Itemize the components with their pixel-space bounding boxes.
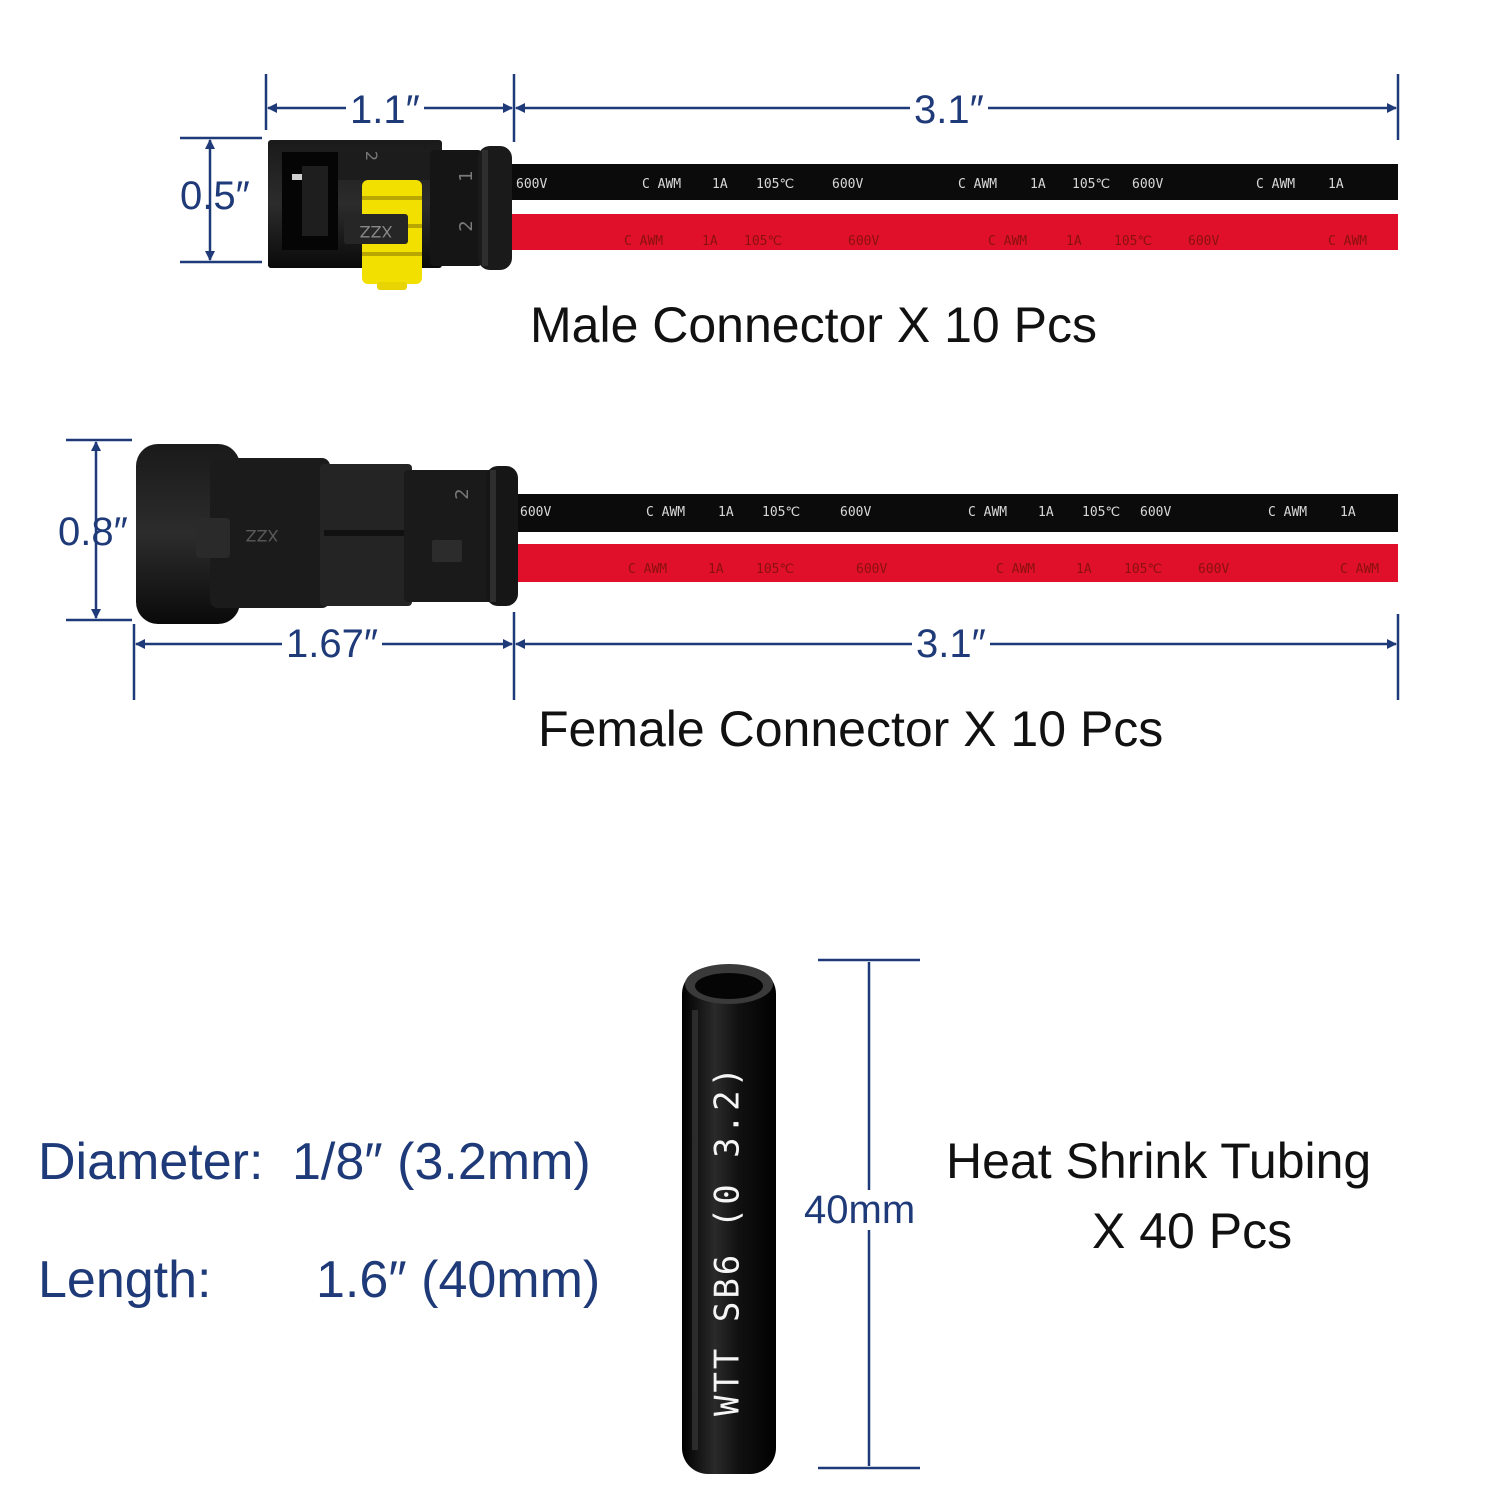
tubing-title-line-2: X 40 Pcs — [1092, 1203, 1293, 1259]
wire-print-text: 105℃ — [762, 505, 800, 520]
male-connector-assembly: 600V C AWM 1A 105℃ 600V C AWM 1A 105℃ 60… — [180, 74, 1400, 290]
wire-print-text: 600V — [1198, 562, 1229, 577]
wire-print-text: C AWM — [1340, 562, 1379, 577]
wire-print-text: 600V — [848, 234, 879, 249]
male-pin-1-label: 1 — [456, 170, 477, 181]
female-pin-2-label: 2 — [452, 488, 473, 499]
wire-print-text: 105℃ — [1072, 177, 1110, 192]
wire-print-text: 600V — [1188, 234, 1219, 249]
wire-print-text: 1A — [1030, 177, 1046, 192]
wire-print-text: 105℃ — [756, 177, 794, 192]
wire-print-text: 600V — [840, 505, 871, 520]
male-red-wire-print: C AWM 1A 105℃ 600V C AWM 1A 105℃ 600V C … — [624, 234, 1367, 249]
wire-print-text: C AWM — [958, 177, 997, 192]
female-connector-body: XZZ 2 — [136, 444, 518, 624]
wire-print-text: 1A — [1038, 505, 1054, 520]
wire-print-text: C AWM — [1328, 234, 1367, 249]
male-red-wire — [500, 214, 1398, 250]
tubing-length-dimension-label: 40mm — [800, 1190, 920, 1230]
male-black-wire — [500, 164, 1398, 200]
wire-print-text: C AWM — [646, 505, 685, 520]
female-connector-assembly: 600V C AWM 1A 105℃ 600V C AWM 1A 105℃ 60… — [66, 438, 1400, 700]
tubing-length-value: 1.6″ (40mm) — [316, 1251, 601, 1309]
wire-print-text: 1A — [708, 562, 724, 577]
female-connector-title: Female Connector X 10 Pcs — [538, 701, 1164, 757]
wire-print-text: C AWM — [628, 562, 667, 577]
wire-print-text: 1A — [1328, 177, 1344, 192]
wire-print-text: 105℃ — [1082, 505, 1120, 520]
male-connector-body: XZZ 2 1 2 — [268, 140, 512, 290]
male-height-label: 0.5″ — [180, 174, 250, 218]
male-connector-title: Male Connector X 10 Pcs — [530, 297, 1097, 353]
wire-print-text: C AWM — [624, 234, 663, 249]
wire-print-text: C AWM — [988, 234, 1027, 249]
male-housing-mark: XZZ — [360, 222, 393, 241]
female-red-wire — [500, 544, 1398, 582]
wire-print-text: 105℃ — [1124, 562, 1162, 577]
tubing-title-line-1: Heat Shrink Tubing — [946, 1133, 1372, 1189]
wire-print-text: 1A — [1340, 505, 1356, 520]
male-pin-2-label: 2 — [456, 220, 477, 231]
wire-print-text: 105℃ — [1114, 234, 1152, 249]
tubing-length-label: Length: — [38, 1251, 212, 1309]
wire-print-text: 600V — [832, 177, 863, 192]
male-black-wire-print: 600V C AWM 1A 105℃ 600V C AWM 1A 105℃ 60… — [516, 177, 1344, 192]
wire-print-text: 600V — [1132, 177, 1163, 192]
wire-print-text: C AWM — [996, 562, 1035, 577]
tubing-diameter-value: 1/8″ (3.2mm) — [292, 1133, 591, 1191]
wire-print-text: 600V — [516, 177, 547, 192]
female-wire-length-label: 3.1″ — [912, 624, 990, 664]
wire-print-text: 1A — [1066, 234, 1082, 249]
heat-shrink-tube: WTT SB6 (0 3.2) — [682, 964, 776, 1474]
wire-print-text: 600V — [1140, 505, 1171, 520]
female-black-wire — [500, 494, 1398, 532]
wire-print-text: 1A — [1076, 562, 1092, 577]
female-red-wire-print: C AWM 1A 105℃ 600V C AWM 1A 105℃ 600V C … — [628, 562, 1379, 577]
male-wire-length-label: 3.1″ — [910, 90, 988, 130]
wire-print-text: 1A — [712, 177, 728, 192]
male-housing-pin-mark: 2 — [362, 151, 381, 161]
wire-print-text: C AWM — [968, 505, 1007, 520]
female-housing-mark: XZZ — [246, 526, 279, 545]
wire-print-text: C AWM — [1256, 177, 1295, 192]
wire-print-text: 600V — [856, 562, 887, 577]
wire-print-text: 600V — [520, 505, 551, 520]
wire-print-text: 1A — [718, 505, 734, 520]
male-connector-width-label: 1.1″ — [346, 90, 424, 130]
female-black-wire-print: 600V C AWM 1A 105℃ 600V C AWM 1A 105℃ 60… — [520, 505, 1356, 520]
tube-print-text: WTT SB6 (0 3.2) — [708, 1064, 748, 1416]
wire-print-text: 1A — [702, 234, 718, 249]
tubing-diameter-label: Diameter: — [38, 1133, 264, 1191]
wire-print-text: 105℃ — [744, 234, 782, 249]
wire-print-text: C AWM — [642, 177, 681, 192]
wire-print-text: 105℃ — [756, 562, 794, 577]
female-height-label: 0.8″ — [58, 510, 128, 554]
wire-print-text: C AWM — [1268, 505, 1307, 520]
female-connector-width-label: 1.67″ — [282, 624, 383, 664]
